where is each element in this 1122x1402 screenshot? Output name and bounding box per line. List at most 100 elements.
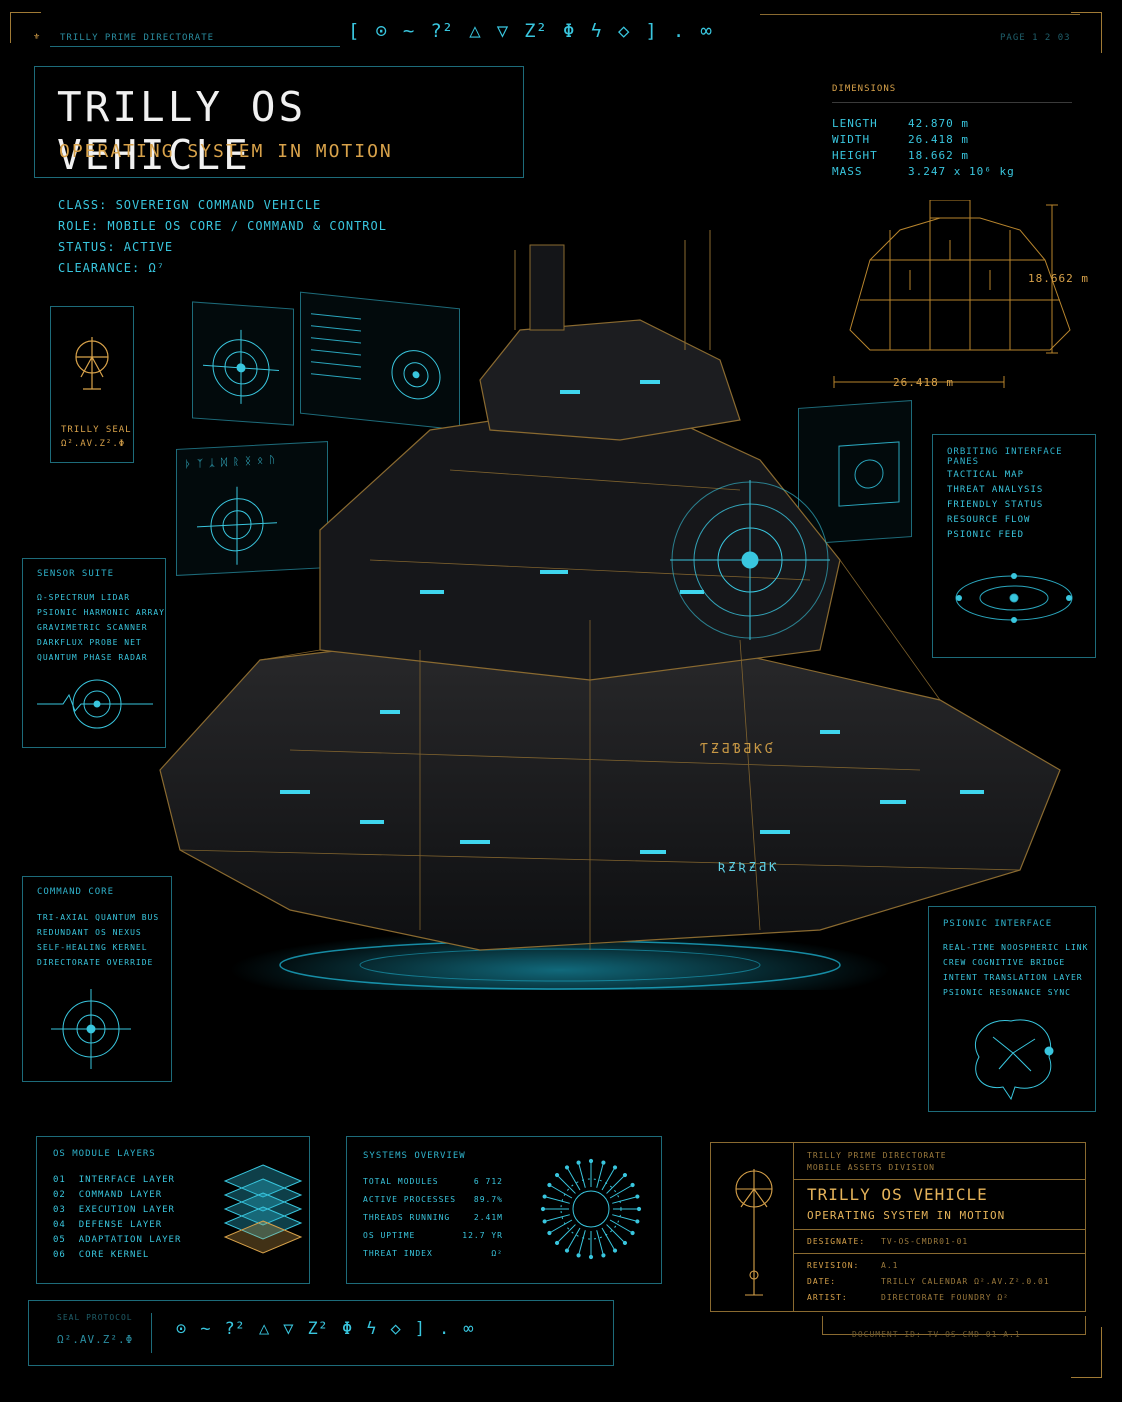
starburst-ray xyxy=(567,1168,581,1191)
width-dim-label: 26.418 m xyxy=(893,376,954,389)
layer-item: 01 INTERFACE LAYER xyxy=(53,1175,175,1185)
starburst-ray xyxy=(596,1230,604,1254)
sp-glyph-5: Z² xyxy=(307,1319,328,1339)
hull-glyphs-a: ƬƵƋƁƋƘƓ xyxy=(700,742,776,757)
command-item: DIRECTORATE OVERRIDE xyxy=(37,958,154,967)
radar-icon xyxy=(203,329,279,404)
date-key: DATE: xyxy=(807,1277,837,1286)
holo-pane-2 xyxy=(300,291,460,431)
title-card-rule-2 xyxy=(793,1229,1085,1230)
sensor-panel: SENSOR SUITE Ω-SPECTRUM LIDAR PSIONIC HA… xyxy=(22,558,166,748)
psionic-item: CREW COGNITIVE BRIDGE xyxy=(943,958,1066,967)
doc-id-bracket xyxy=(822,1316,1086,1335)
layer-stack-icon xyxy=(223,1164,303,1254)
sp-glyph-6: Φ xyxy=(341,1319,353,1339)
top-rule xyxy=(50,46,340,47)
artist-key: ARTIST: xyxy=(807,1293,848,1302)
orbit-diagram-icon xyxy=(955,573,1073,623)
vehicle-illustration xyxy=(159,230,1061,990)
height-dim-label: 18.662 m xyxy=(1028,272,1089,285)
title-card-org1: TRILLY PRIME DIRECTORATE xyxy=(807,1151,947,1160)
sensor-item: PSIONIC HARMONIC ARRAY xyxy=(37,608,165,617)
status-line: STATUS: ACTIVE xyxy=(58,240,174,254)
frame-corner-tl xyxy=(10,12,41,43)
page-indicator: PAGE 1 2 03 xyxy=(1000,33,1071,43)
orbiting-item: THREAT ANALYSIS xyxy=(947,485,1044,495)
starburst-ray xyxy=(550,1185,573,1199)
orbiting-item: FRIENDLY STATUS xyxy=(947,500,1044,510)
dimensions-heading: DIMENSIONS xyxy=(832,84,897,94)
title-card-subtitle: OPERATING SYSTEM IN MOTION xyxy=(807,1209,1006,1222)
starburst-ray xyxy=(546,1196,570,1204)
glyph-9: ◇ xyxy=(617,20,630,42)
holo-pane-3: ᚦ ᛉ ᛣ ᛞ ᚱ ᛝ ᛟ ᚢ xyxy=(176,441,328,576)
sensor-item: DARKFLUX PROBE NET xyxy=(37,638,142,647)
starburst-dot xyxy=(612,1165,618,1170)
glyph-2: ~ xyxy=(402,20,415,42)
scope-icon: ᚦ ᛉ ᛣ ᛞ ᚱ ᛝ ᛟ ᚢ xyxy=(185,454,277,565)
data-pane-icon xyxy=(311,313,441,400)
trilly-seal-icon xyxy=(75,337,109,390)
starburst-dot xyxy=(547,1230,552,1236)
command-core-icon xyxy=(51,989,131,1069)
glyph-10: ] xyxy=(645,20,657,42)
glyph-5: ▽ xyxy=(496,20,509,42)
layers-list: 01 INTERFACE LAYER 02 COMMAND LAYER 03 E… xyxy=(53,1175,181,1260)
starburst-ray xyxy=(550,1219,573,1233)
artist-value: DIRECTORATE FOUNDRY Ω² xyxy=(881,1293,1009,1302)
brain-icon xyxy=(974,1019,1054,1101)
svg-text:ᚦ ᛉ ᛣ ᛞ ᚱ ᛝ ᛟ ᚢ: ᚦ ᛉ ᛣ ᛞ ᚱ ᛝ ᛟ ᚢ xyxy=(185,454,275,471)
seal-code: Ω².AV.Z².Φ xyxy=(61,439,126,449)
sensor-item: QUANTUM PHASE RADAR xyxy=(37,653,148,662)
title-card: TRILLY PRIME DIRECTORATE MOBILE ASSETS D… xyxy=(710,1142,1086,1312)
top-directorate: TRILLY PRIME DIRECTORATE xyxy=(60,33,215,43)
layer-item: 03 EXECUTION LAYER xyxy=(53,1205,175,1215)
starburst-ray xyxy=(601,1227,615,1250)
starburst-dot xyxy=(547,1182,552,1188)
sp-glyph-1: ~ xyxy=(200,1319,211,1339)
starburst-icon xyxy=(540,1158,642,1260)
starburst-ray xyxy=(578,1164,586,1188)
starburst-dot xyxy=(554,1240,560,1246)
command-item: SELF-HEALING KERNEL xyxy=(37,943,148,952)
frame-corner-br xyxy=(1071,1327,1102,1378)
sp-glyph-0: ⊙ xyxy=(176,1319,187,1339)
command-list: TRI-AXIAL QUANTUM BUS REDUNDANT OS NEXUS… xyxy=(37,913,159,973)
starburst-ray xyxy=(612,1196,636,1204)
systems-heading: SYSTEMS OVERVIEW xyxy=(363,1151,466,1161)
revision-key: REVISION: xyxy=(807,1261,860,1270)
designate-key: DESIGNATE: xyxy=(807,1237,866,1246)
main-title: TRILLY OS VEHICLE xyxy=(57,83,307,179)
holo-pane-4 xyxy=(798,400,912,545)
glyph-1: ⊙ xyxy=(375,20,387,42)
psionic-heading: PSIONIC INTERFACE xyxy=(943,919,1053,929)
orbiting-list: TACTICAL MAP THREAT ANALYSIS FRIENDLY ST… xyxy=(947,471,1043,546)
sensor-radar-icon xyxy=(37,679,153,729)
starburst-dot xyxy=(576,1253,581,1258)
sensor-heading: SENSOR SUITE xyxy=(37,569,115,579)
glyph-0: [ xyxy=(348,20,360,42)
class-line: CLASS: SOVEREIGN COMMAND VEHICLE xyxy=(58,198,322,212)
starburst-dot xyxy=(542,1194,547,1199)
sp-glyph-10: . xyxy=(438,1319,450,1339)
starburst-dot xyxy=(630,1230,635,1236)
layer-item: 02 COMMAND LAYER xyxy=(53,1190,163,1200)
orbiting-heading: ORBITING INTERFACE PANES xyxy=(947,447,1063,467)
seal-label: TRILLY SEAL xyxy=(61,425,132,435)
class-info: CLASS: SOVEREIGN COMMAND VEHICLE ROLE: M… xyxy=(58,198,387,282)
starburst-dot xyxy=(540,1206,546,1212)
starburst-ray xyxy=(612,1214,636,1222)
title-block: TRILLY OS VEHICLE OPERATING SYSTEM IN MO… xyxy=(34,66,524,179)
layers-heading: OS MODULE LAYERS xyxy=(53,1149,156,1159)
seal-protocol-label: SEAL PROTOCOL xyxy=(57,1313,133,1322)
starburst-ray xyxy=(601,1168,615,1191)
starburst-ray xyxy=(567,1227,581,1250)
command-heading: COMMAND CORE xyxy=(37,887,115,897)
sp-glyph-7: ϟ xyxy=(366,1319,377,1339)
blueprint-wireframe xyxy=(833,200,1071,388)
seal-protocol-divider xyxy=(151,1313,152,1353)
